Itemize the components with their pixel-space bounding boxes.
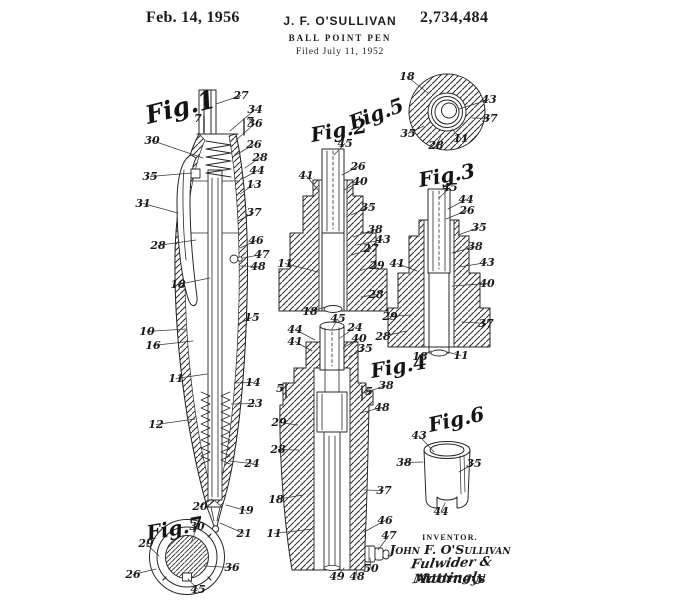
ref-numeral-43: 43	[479, 256, 495, 269]
ref-numeral-21: 21	[235, 527, 251, 540]
ref-numeral-28: 28	[269, 443, 286, 456]
ref-numeral-23: 23	[246, 397, 263, 410]
ref-numeral-38: 38	[467, 240, 483, 253]
ref-numeral-24: 24	[243, 457, 259, 470]
fig6-title: Fig.6	[425, 402, 486, 437]
ref-numeral-26: 26	[349, 160, 366, 173]
ref-numeral-27: 27	[232, 89, 249, 102]
ref-numeral-37: 37	[246, 206, 262, 219]
ref-numeral-37: 37	[478, 317, 494, 330]
ref-numeral-38: 38	[378, 379, 394, 392]
ref-numeral-35: 35	[360, 201, 375, 214]
ref-numeral-11: 11	[266, 527, 281, 540]
fig3-section-drawing	[388, 189, 490, 356]
ref-numeral-11: 11	[453, 349, 468, 362]
ref-numeral-28: 28	[427, 139, 444, 152]
ref-numeral-48: 48	[374, 401, 390, 414]
ref-numeral-35: 35	[400, 127, 415, 140]
ref-numeral-46: 46	[248, 234, 264, 247]
ref-numeral-29: 29	[368, 259, 385, 272]
ref-numeral-45: 45	[337, 137, 352, 150]
ref-numeral-45: 45	[330, 312, 345, 325]
ref-numeral-28: 28	[149, 239, 166, 252]
ref-numeral-35: 35	[471, 221, 486, 234]
ref-numeral-29: 29	[270, 416, 287, 429]
ref-numeral-35: 35	[142, 170, 157, 183]
attorneys-caption: Attorneys	[393, 572, 508, 587]
ref-numeral-44: 44	[433, 505, 448, 518]
ref-numeral-15: 15	[244, 311, 259, 324]
ref-numeral-18: 18	[412, 350, 428, 363]
ref-numeral-45: 45	[190, 583, 205, 596]
ref-numeral-11: 11	[453, 132, 468, 145]
ref-numeral-11: 11	[277, 257, 292, 270]
ref-numeral-43: 43	[411, 429, 427, 442]
ref-numeral-37: 37	[376, 484, 392, 497]
ref-numeral-29: 29	[381, 310, 398, 323]
ref-numeral-31: 31	[135, 197, 150, 210]
ref-numeral-20: 20	[191, 500, 208, 513]
ref-numeral-13: 13	[246, 178, 262, 191]
ref-numeral-44: 44	[249, 164, 264, 177]
ref-numeral-48: 48	[349, 570, 365, 583]
ref-numeral-18: 18	[170, 278, 186, 291]
ref-numeral-27: 27	[362, 242, 379, 255]
ref-numeral-14: 14	[245, 376, 260, 389]
ref-numeral-49: 49	[329, 570, 345, 583]
ref-numeral-41: 41	[298, 169, 313, 182]
fig5-title: Fig.5	[345, 93, 407, 135]
ref-numeral-47: 47	[381, 529, 397, 542]
ref-numeral-38: 38	[396, 456, 412, 469]
ref-numeral-41: 41	[389, 257, 404, 270]
ref-numeral-40: 40	[352, 175, 368, 188]
ref-numeral-30: 30	[189, 520, 205, 533]
ref-numeral-28: 28	[374, 330, 391, 343]
inventor-caption: INVENTOR.	[400, 533, 500, 542]
ref-numeral-16: 16	[145, 339, 161, 352]
ref-numeral-26: 26	[458, 204, 475, 217]
ref-numeral-35: 35	[357, 342, 372, 355]
ref-numeral-29: 29	[137, 537, 154, 550]
ref-numeral-40: 40	[479, 277, 495, 290]
ref-numeral-18: 18	[268, 493, 284, 506]
ref-numeral-18: 18	[399, 70, 415, 83]
ref-numeral-30: 30	[144, 134, 160, 147]
ref-numeral-48: 48	[250, 260, 266, 273]
ref-numeral-37: 37	[482, 112, 498, 125]
ref-numeral-46: 46	[377, 514, 393, 527]
fig6-sleeve-drawing	[424, 442, 470, 509]
ref-numeral-19: 19	[238, 504, 254, 517]
ref-numeral-5: 5	[276, 382, 284, 395]
ref-numeral-11: 11	[168, 372, 183, 385]
ref-numeral-10: 10	[139, 325, 155, 338]
ref-numeral-35: 35	[466, 457, 481, 470]
fig1-pen-drawing	[175, 90, 248, 532]
fig5-cross-section-drawing	[409, 74, 485, 150]
ref-numeral-7: 7	[194, 112, 202, 125]
ref-numeral-45: 45	[442, 181, 457, 194]
ref-numeral-7: 7	[246, 115, 254, 128]
ref-numeral-36: 36	[224, 561, 240, 574]
ref-numeral-28: 28	[251, 151, 268, 164]
ref-numeral-12: 12	[148, 418, 164, 431]
ref-numeral-26: 26	[245, 138, 262, 151]
ref-numeral-28: 28	[367, 288, 384, 301]
ref-numeral-26: 26	[124, 568, 141, 581]
ref-numeral-43: 43	[481, 93, 497, 106]
ref-numeral-18: 18	[302, 305, 318, 318]
ref-numeral-41: 41	[287, 335, 302, 348]
